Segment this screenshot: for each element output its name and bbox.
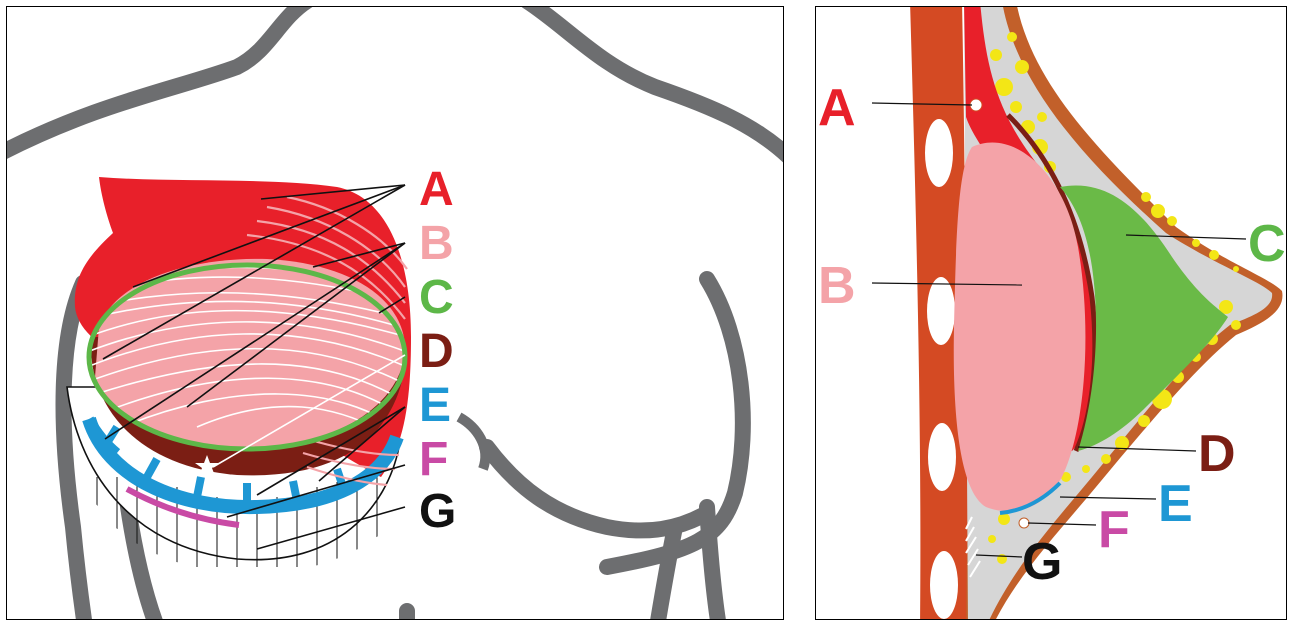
side-label-e: E xyxy=(1158,475,1193,533)
side-label-b: B xyxy=(818,257,856,315)
label-f: F xyxy=(419,433,448,486)
nipple-notch xyxy=(459,417,485,469)
label-e: E xyxy=(419,379,451,432)
front-view-labels: A B C D E F G xyxy=(419,163,456,538)
label-a: A xyxy=(419,163,454,216)
side-label-c: C xyxy=(1248,215,1286,273)
side-label-a: A xyxy=(818,79,856,137)
label-d: D xyxy=(419,325,454,378)
front-view-illustration: A B C D E F G xyxy=(7,7,784,620)
side-label-f: F xyxy=(1098,501,1130,559)
side-view-illustration: A B C D E F G xyxy=(816,7,1287,620)
side-view-panel: A B C D E F G xyxy=(815,6,1287,620)
label-g: G xyxy=(419,485,456,538)
label-b: B xyxy=(419,217,454,270)
marker-f-icon xyxy=(1019,518,1029,528)
side-label-d: D xyxy=(1198,425,1236,483)
label-c: C xyxy=(419,271,454,324)
side-label-g: G xyxy=(1022,533,1062,591)
front-view-panel: A B C D E F G xyxy=(6,6,784,620)
